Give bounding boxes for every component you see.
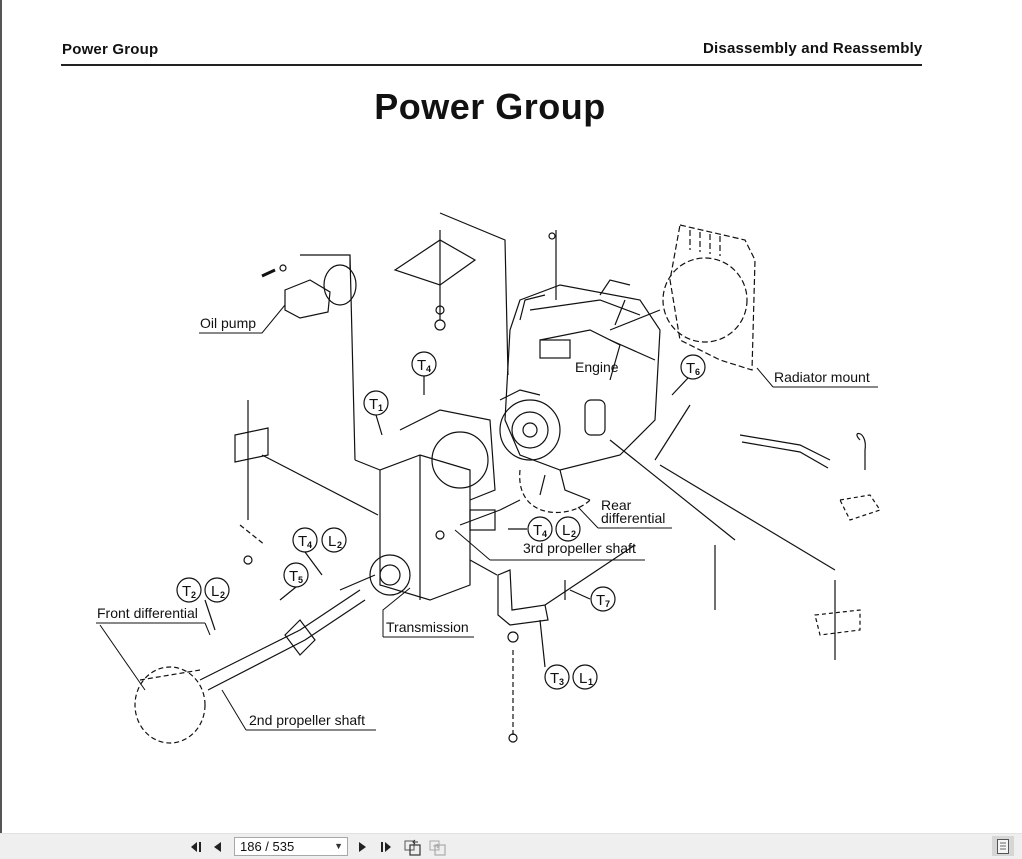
chevron-down-icon: ▼ [334,841,343,851]
svg-text:2: 2 [191,590,196,600]
svg-text:L: L [211,583,219,600]
callout-t2 [176,577,202,603]
single-page-view-icon [997,838,1009,854]
first-page-button[interactable] [187,838,205,856]
svg-text:T: T [686,360,695,377]
last-page-icon [381,842,391,852]
transmission-illustration [369,409,496,601]
label-second-propeller-shaft: 2nd propeller shaft [249,712,365,728]
svg-text:2: 2 [220,590,225,600]
svg-text:7: 7 [605,599,610,609]
pdf-viewer-toolbar: 186 / 535 ▼ [0,833,1022,859]
page-title: Power Group [374,86,606,127]
label-oil-pump: Oil pump [200,315,256,331]
oil-pump-illustration [261,254,357,461]
svg-text:L: L [562,522,570,539]
document-page: Power Group Disassembly and Reassembly P… [0,0,923,833]
label-engine: Engine [575,359,619,375]
page-left-border [0,0,2,833]
svg-text:6: 6 [695,367,700,377]
running-header-section: Power Group [62,41,159,58]
rear-mount-bracket-illustration [497,569,566,743]
svg-text:L: L [579,670,587,687]
engine-bracket-illustration [393,212,509,376]
callout-l2-trans [321,527,347,553]
svg-text:3: 3 [559,677,564,687]
label-rear-differential-line1: Rear [601,497,632,513]
page-number-select[interactable]: 186 / 535 ▼ [234,837,348,856]
svg-text:T: T [417,357,426,374]
svg-text:2: 2 [571,529,576,539]
front-differential-illustration [134,666,206,744]
hose-and-fittings-illustration [714,432,881,660]
previous-page-button[interactable] [209,838,227,856]
callout-l2-front [204,577,230,603]
label-rear-differential-line2: differential [601,510,665,526]
part-labels: Oil pump Engine Radiator mount Rear diff… [96,304,878,731]
next-page-icon [359,842,366,852]
callout-t7 [590,586,616,612]
page-indicator: 186 / 535 [240,839,295,854]
label-transmission: Transmission [386,619,469,635]
header-rule [61,64,922,66]
go-forward-view-icon [429,840,446,856]
prev-page-icon [214,842,221,852]
exploded-parts-diagram: Oil pump Engine Radiator mount Rear diff… [96,212,881,744]
callout-t3 [544,664,570,690]
callout-l2-rear [555,516,581,542]
running-header-chapter: Disassembly and Reassembly [703,40,923,57]
go-back-view-icon [404,839,421,856]
next-page-button[interactable] [353,838,371,856]
last-page-button[interactable] [377,838,395,856]
svg-text:4: 4 [542,529,547,539]
svg-text:T: T [182,583,191,600]
go-forward-view-button[interactable] [429,838,447,856]
svg-text:T: T [369,396,378,413]
svg-text:T: T [550,670,559,687]
callout-l1 [572,664,598,690]
svg-text:5: 5 [298,575,303,585]
svg-text:2: 2 [337,540,342,550]
go-back-view-button[interactable] [404,838,422,856]
svg-text:1: 1 [378,403,383,413]
first-page-icon [191,842,201,852]
svg-text:L: L [328,533,336,550]
svg-text:1: 1 [588,677,593,687]
leader-lines [261,404,836,606]
svg-text:4: 4 [307,540,312,550]
svg-text:T: T [289,568,298,585]
svg-text:T: T [596,592,605,609]
single-page-view-button[interactable] [992,836,1014,856]
callout-t6 [680,354,706,380]
engine-illustration [499,230,661,501]
rear-differential-illustration [519,469,591,514]
svg-text:T: T [533,522,542,539]
left-mount-illustration [234,400,269,565]
svg-text:4: 4 [426,364,431,374]
propeller-shaft-2nd-illustration [199,574,376,691]
svg-text:T: T [298,533,307,550]
callout-t4-rear [527,516,553,542]
label-radiator-mount: Radiator mount [774,369,870,385]
label-front-differential: Front differential [97,605,198,621]
radiator-illustration [662,224,756,371]
third-propeller-shaft-illustration [459,499,521,531]
torque-callouts [176,351,706,690]
label-third-propeller-shaft: 3rd propeller shaft [523,540,636,556]
